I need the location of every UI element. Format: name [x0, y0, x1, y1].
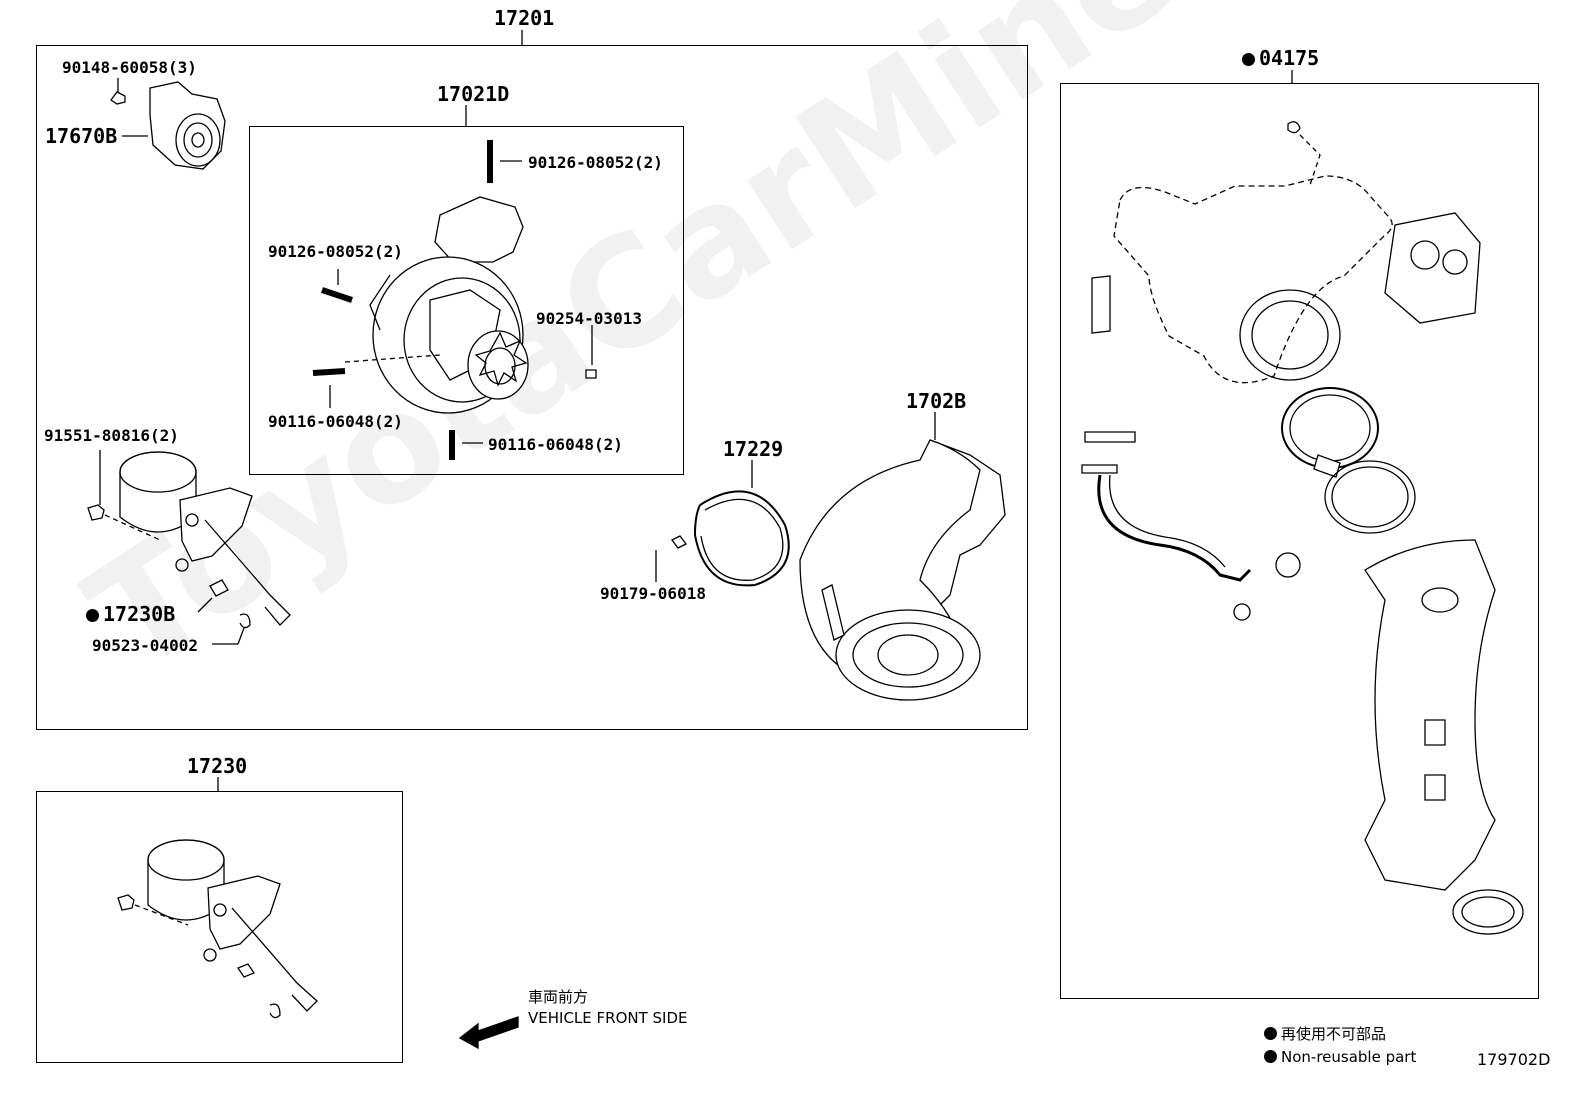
part-label-17229[interactable]: 17229 [723, 437, 784, 461]
part-label-90116-bottom[interactable]: 90116-06048(2) [488, 435, 623, 454]
group-label-gasket-kit[interactable]: 04175 [1242, 46, 1319, 70]
diagram-id: 179702D [1477, 1050, 1551, 1069]
legend-en-text: Non-reusable part [1281, 1048, 1417, 1066]
non-reusable-dot-icon [86, 609, 99, 622]
part-17230b-number: 17230B [103, 602, 176, 626]
part-label-90116-left[interactable]: 90116-06048(2) [268, 412, 403, 431]
part-label-17230b[interactable]: 17230B [86, 602, 175, 626]
direction-label-en: VEHICLE FRONT SIDE [528, 1009, 688, 1027]
legend-en: Non-reusable part [1264, 1048, 1416, 1066]
part-label-90126-top[interactable]: 90126-08052(2) [528, 153, 663, 172]
group-label-main[interactable]: 17201 [494, 6, 555, 30]
part-label-17670b[interactable]: 17670B [45, 124, 118, 148]
group-label-actuator[interactable]: 17230 [187, 754, 248, 778]
gasket-kit-number: 04175 [1259, 46, 1320, 70]
direction-label-jp: 車両前方 [528, 988, 589, 1006]
part-label-90179[interactable]: 90179-06018 [600, 584, 706, 603]
legend-dot-icon [1264, 1027, 1277, 1040]
group-label-cartridge[interactable]: 17021D [437, 82, 510, 106]
part-label-90126-left[interactable]: 90126-08052(2) [268, 242, 403, 261]
actuator-box [36, 791, 403, 1063]
legend-dot-icon [1264, 1050, 1277, 1063]
legend-jp-text: 再使用不可部品 [1281, 1025, 1387, 1043]
part-label-1702b[interactable]: 1702B [906, 389, 967, 413]
part-label-90523[interactable]: 90523-04002 [92, 636, 198, 655]
non-reusable-dot-icon [1242, 53, 1255, 66]
cartridge-box [249, 126, 684, 475]
part-label-90148[interactable]: 90148-60058(3) [62, 58, 197, 77]
legend-jp: 再使用不可部品 [1264, 1023, 1386, 1044]
part-label-90254[interactable]: 90254-03013 [536, 309, 642, 328]
gasket-kit-box [1060, 83, 1539, 999]
part-label-91551[interactable]: 91551-80816(2) [44, 426, 179, 445]
main-assembly-box [36, 45, 1028, 730]
